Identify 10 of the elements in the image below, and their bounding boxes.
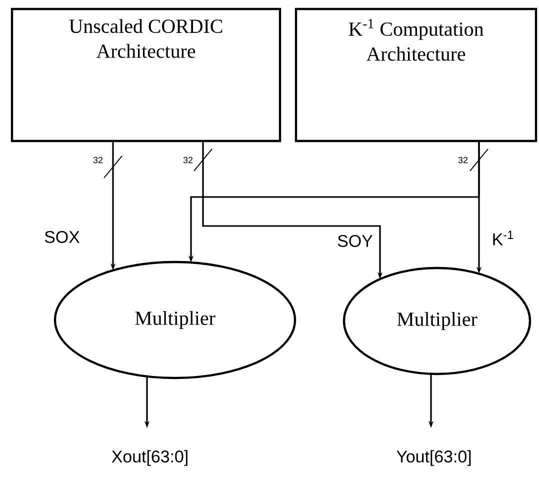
edge-label: SOX — [43, 230, 81, 244]
edge-label: K$^{-1}$ — [490, 230, 516, 246]
bus-width-label: 32 — [93, 156, 103, 164]
process-box: Unscaled CORDIC Architecture — [10, 8, 282, 142]
bus-width-label: 32 — [458, 156, 468, 164]
output-label: Yout[63:0] — [396, 450, 471, 466]
bus-width-label: 32 — [183, 156, 193, 164]
process-box: K$^{-1}$ Computation Architecture — [294, 8, 538, 142]
output-label: Xout[63:0] — [112, 450, 188, 466]
edge-label: SOY — [336, 234, 374, 248]
